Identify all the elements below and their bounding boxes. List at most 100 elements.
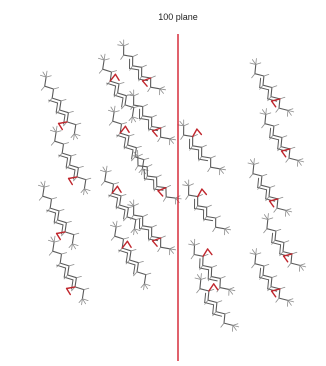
bond xyxy=(291,254,292,263)
hydrogen-bond xyxy=(262,124,265,128)
methyl-bond xyxy=(268,214,269,220)
hydrogen-bond xyxy=(99,69,102,73)
bond xyxy=(62,153,71,156)
bond xyxy=(161,137,170,139)
bond xyxy=(211,167,220,169)
methyl-bond xyxy=(54,236,55,242)
bond xyxy=(127,208,128,217)
oxygen-bond xyxy=(67,289,71,295)
bond xyxy=(271,88,272,97)
bond xyxy=(208,300,217,302)
oxygen-bond xyxy=(208,249,212,255)
hydrogen-bond xyxy=(233,324,238,326)
ring-bond xyxy=(278,140,279,149)
hydrogen-bond xyxy=(136,146,141,147)
hydrogen-bond xyxy=(201,278,206,280)
bond xyxy=(113,112,114,121)
plane-label: 100 plane xyxy=(0,12,326,22)
hydrogen-bond xyxy=(270,186,275,188)
hydrogen-bond xyxy=(292,252,297,254)
ring-bond xyxy=(122,98,123,107)
bond xyxy=(271,278,272,287)
hydrogen-bond xyxy=(256,253,261,255)
bond xyxy=(255,65,256,74)
hydrogen-bond xyxy=(124,238,129,239)
hydrogen-bond xyxy=(157,175,162,177)
bond xyxy=(263,266,264,275)
hydrogen-bond xyxy=(280,97,285,99)
hydrogen-bond xyxy=(213,227,216,231)
hydrogen-bond xyxy=(286,209,291,211)
bond xyxy=(115,227,116,236)
bond xyxy=(283,243,284,252)
hydrogen-bond xyxy=(116,226,121,227)
hydrogen-bond xyxy=(262,174,267,176)
oxygen-bond xyxy=(272,101,276,107)
ring-bond xyxy=(270,128,271,137)
hydrogen-bond xyxy=(221,323,224,327)
hydrogen-bond xyxy=(44,186,49,187)
bond xyxy=(161,247,170,249)
bond xyxy=(273,126,274,135)
bond xyxy=(65,223,66,232)
bond xyxy=(261,185,270,187)
hydrogen-bond xyxy=(128,206,133,207)
bond xyxy=(52,89,53,98)
methyl-bond xyxy=(254,159,255,165)
hydrogen-bond xyxy=(39,196,42,200)
hydrogen-bond xyxy=(268,218,273,220)
hydrogen-bond xyxy=(51,141,54,145)
hydrogen-bond xyxy=(274,124,279,126)
bond xyxy=(193,146,202,148)
bond xyxy=(137,272,146,275)
bond xyxy=(128,145,137,148)
oxygen-bond xyxy=(125,126,129,132)
hydrogen-bond xyxy=(54,88,59,89)
bond xyxy=(43,187,44,196)
hydrogen-bond xyxy=(282,136,287,138)
methyl-bond xyxy=(56,126,57,132)
bond xyxy=(207,217,216,219)
hydrogen-bond xyxy=(276,298,279,302)
bond xyxy=(124,55,133,57)
hydrogen-bond xyxy=(278,197,283,199)
bond xyxy=(77,177,86,180)
ring-bond xyxy=(64,268,65,277)
oxygen-bond xyxy=(284,256,288,262)
hydrogen-bond xyxy=(119,83,124,84)
hydrogen-bond xyxy=(158,137,161,141)
hydrogen-bond xyxy=(276,229,281,231)
methyl-bond xyxy=(297,160,298,166)
bond xyxy=(53,242,54,251)
bond xyxy=(279,298,288,300)
bond xyxy=(263,275,272,277)
ring-bond xyxy=(205,293,206,302)
hydrogen-bond xyxy=(272,86,277,88)
hydrogen-bond xyxy=(264,74,269,76)
hydrogen-bond xyxy=(59,210,64,211)
hydrogen-bond xyxy=(202,145,207,147)
hydrogen-bond xyxy=(122,123,127,124)
bond xyxy=(110,81,119,84)
hydrogen-bond xyxy=(86,178,91,179)
hydrogen-bond xyxy=(151,76,156,78)
hydrogen-bond xyxy=(121,195,126,196)
hydrogen-bond xyxy=(143,105,148,107)
hydrogen-bond xyxy=(186,195,189,199)
bond xyxy=(60,110,69,113)
hydrogen-bond xyxy=(134,106,139,107)
hydrogen-bond xyxy=(54,241,59,242)
bond xyxy=(279,99,280,108)
methyl-bond xyxy=(256,249,257,255)
hydrogen-bond xyxy=(41,86,44,90)
bond xyxy=(120,196,121,205)
hydrogen-bond xyxy=(74,233,79,234)
hydrogen-bond xyxy=(133,55,138,57)
hydrogen-bond xyxy=(300,264,305,266)
bond xyxy=(118,84,119,93)
bond xyxy=(289,149,290,158)
hydrogen-bond xyxy=(46,76,51,77)
bond xyxy=(118,93,127,96)
bond xyxy=(253,165,254,174)
bond xyxy=(82,290,83,299)
